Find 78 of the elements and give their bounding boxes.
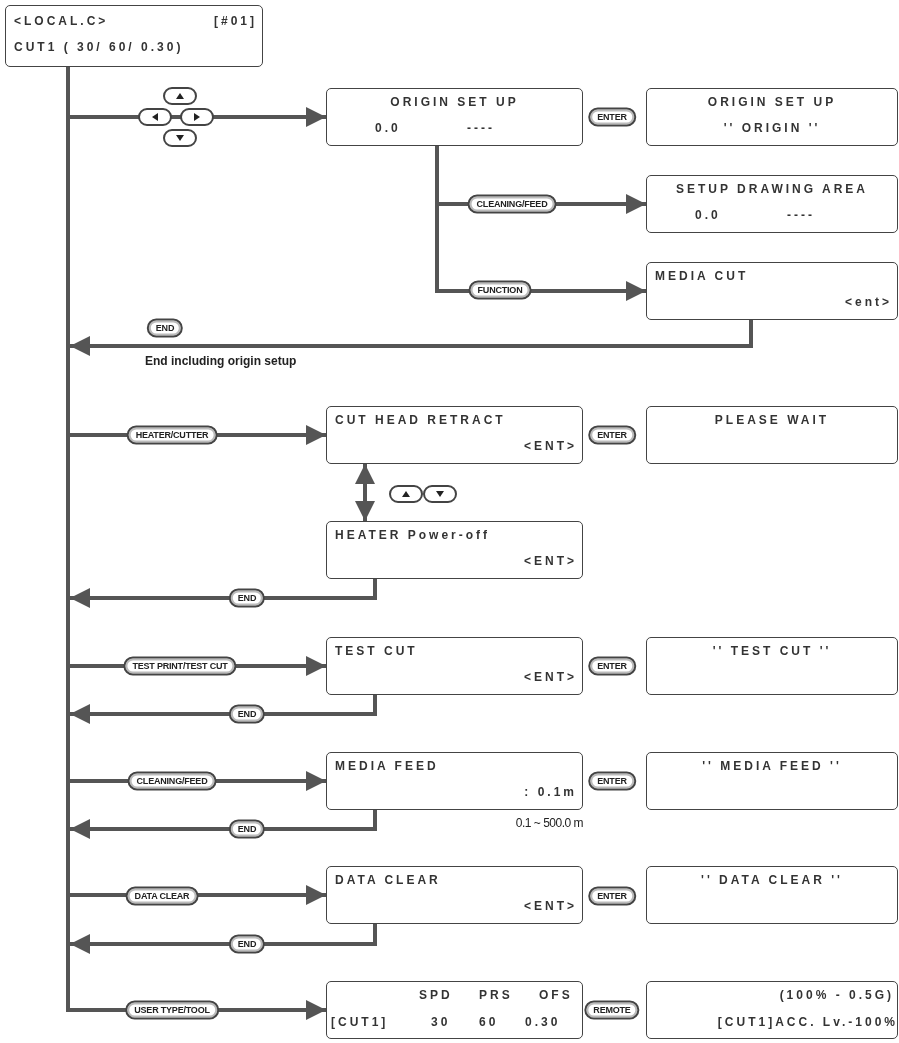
display-text: TEST CUT (335, 644, 418, 658)
display-text: [CUT1]ACC. Lv.-100% (717, 1015, 898, 1029)
display-text: 30 (431, 1015, 451, 1029)
display-text: MEDIA FEED (335, 759, 439, 773)
arrow (355, 464, 375, 521)
note-text: End including origin setup (145, 354, 297, 368)
key-label: ENTER (588, 107, 636, 127)
display-text: 0.0 (695, 208, 721, 222)
lcd-display-box (326, 637, 583, 695)
lcd-display-box (326, 981, 583, 1039)
key-label: ENTER (588, 771, 636, 791)
lcd-display-box (646, 406, 898, 464)
display-text: DATA CLEAR (335, 873, 441, 887)
display-text: SPD (419, 988, 453, 1002)
key-label: END (228, 704, 266, 724)
arrow (70, 695, 377, 724)
key-label: END (228, 588, 266, 608)
display-text: ---- (467, 121, 495, 135)
arrow (70, 579, 377, 608)
display-text: CUT HEAD RETRACT (335, 413, 506, 427)
lcd-display-box (646, 866, 898, 924)
display-text: '' DATA CLEAR '' (700, 873, 844, 887)
arrow (70, 320, 753, 356)
display-text: <ENT> (524, 670, 577, 684)
display-text: <ENT> (524, 554, 577, 568)
key-label: END (228, 819, 266, 839)
key-label: CLEANING/FEED (467, 194, 557, 214)
lcd-display-box (326, 521, 583, 579)
display-text: ORIGIN SET UP (706, 95, 838, 109)
key-label: END (228, 934, 266, 954)
display-text: <LOCAL.C> (14, 14, 109, 28)
key-label: REMOTE (584, 1000, 640, 1020)
lcd-display-box (646, 262, 898, 320)
display-text: <ent> (845, 295, 892, 309)
key-label: TEST PRINT/TEST CUT (123, 656, 237, 676)
range-note: 0.1 ~ 500.0 m (515, 816, 583, 830)
display-text: 0.30 (525, 1015, 561, 1029)
arrow (70, 924, 377, 954)
key-label: CLEANING/FEED (127, 771, 217, 791)
lcd-display-box (646, 752, 898, 810)
lcd-display-box (326, 752, 583, 810)
key-label: ENTER (588, 425, 636, 445)
display-text: CUT1 ( 30/ 60/ 0.30) (14, 40, 184, 54)
display-text: <ENT> (524, 439, 577, 453)
lcd-display-box (326, 406, 583, 464)
key-label: HEATER/CUTTER (126, 425, 218, 445)
lcd-display-box (5, 5, 263, 67)
arrow (70, 810, 377, 839)
lcd-display-box (646, 637, 898, 695)
key-label: ENTER (588, 656, 636, 676)
key-label: END (146, 318, 184, 338)
display-text: ---- (787, 208, 815, 222)
display-text: <ENT> (524, 899, 577, 913)
display-text: OFS (539, 988, 573, 1002)
key-label: FUNCTION (468, 280, 532, 300)
lcd-display-box (326, 88, 583, 146)
display-text: [#01] (214, 14, 257, 28)
display-text: 0.0 (375, 121, 401, 135)
key-label: DATA CLEAR (125, 886, 199, 906)
display-text: PRS (479, 988, 513, 1002)
lcd-display-box (326, 866, 583, 924)
key-label: ENTER (588, 886, 636, 906)
display-text: PLEASE WAIT (713, 413, 831, 427)
display-text: (100% - 0.5G) (779, 988, 894, 1002)
display-text: '' ORIGIN '' (722, 121, 822, 135)
display-text: [CUT1] (331, 1015, 389, 1029)
display-text: MEDIA CUT (655, 269, 749, 283)
display-text: HEATER Power-off (335, 528, 491, 542)
lcd-display-box (646, 175, 898, 233)
display-text: ORIGIN SET UP (389, 95, 520, 109)
display-text: '' TEST CUT '' (711, 644, 833, 658)
display-text: '' MEDIA FEED '' (701, 759, 843, 773)
display-text: : 0.1m (524, 785, 577, 799)
display-text: 60 (479, 1015, 499, 1029)
lcd-display-box (646, 981, 898, 1039)
display-text: SETUP DRAWING AREA (675, 182, 869, 196)
key-label: USER TYPE/TOOL (125, 1000, 219, 1020)
lcd-display-box (646, 88, 898, 146)
